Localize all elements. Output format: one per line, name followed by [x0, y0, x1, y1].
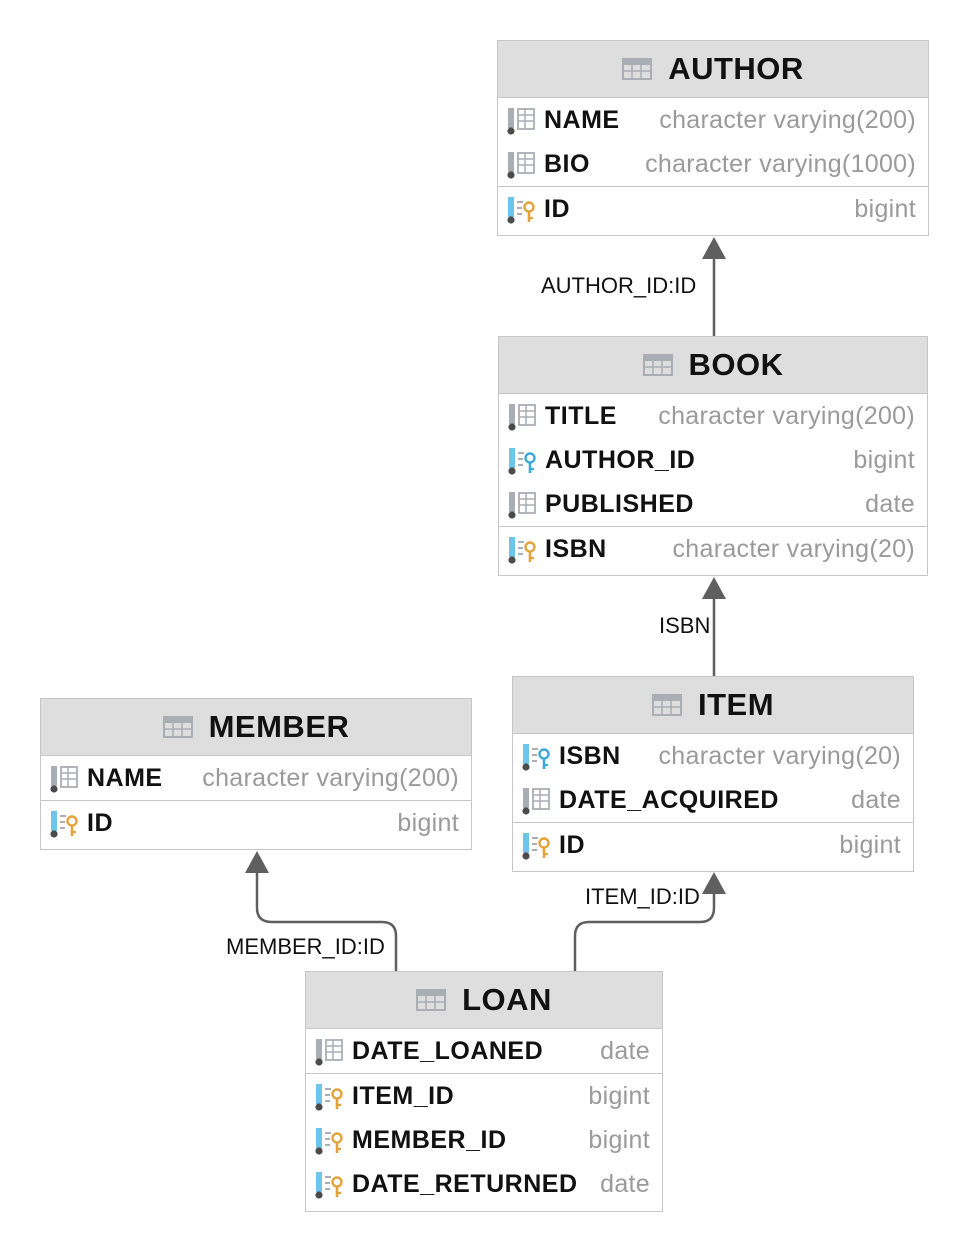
- column-row[interactable]: ISBN character varying(20): [499, 527, 927, 571]
- column-name: DATE_RETURNED: [352, 1169, 578, 1198]
- column-icon: [508, 489, 538, 519]
- column-name: ISBN: [545, 534, 607, 563]
- column-name: TITLE: [545, 401, 617, 430]
- column-row[interactable]: NAME character varying(200): [498, 98, 928, 142]
- primary-key-column-icon: [507, 194, 537, 224]
- table-header: LOAN: [306, 972, 662, 1029]
- primary-key-column-icon: [522, 830, 552, 860]
- column-type: character varying(20): [672, 534, 915, 563]
- column-name: DATE_LOANED: [352, 1036, 544, 1065]
- column-icon: [508, 401, 538, 431]
- column-row[interactable]: ITEM_ID bigint: [306, 1074, 662, 1118]
- column-type: bigint: [397, 808, 459, 837]
- relation-item-book: [702, 577, 726, 677]
- foreign-key-column-icon: [522, 741, 552, 771]
- key-separator: [306, 1073, 662, 1074]
- relation-label-author-id: AUTHOR_ID:ID: [541, 273, 697, 298]
- column-icon: [507, 105, 537, 135]
- key-separator: [498, 186, 928, 187]
- table-title: AUTHOR: [668, 51, 804, 86]
- column-icon: [50, 763, 80, 793]
- column-row[interactable]: AUTHOR_ID bigint: [499, 438, 927, 482]
- column-row[interactable]: MEMBER_ID bigint: [306, 1118, 662, 1162]
- column-row[interactable]: PUBLISHED date: [499, 482, 927, 526]
- column-type: character varying(1000): [645, 149, 916, 178]
- column-name: PUBLISHED: [545, 489, 694, 518]
- column-row[interactable]: NAME character varying(200): [41, 756, 471, 800]
- primary-key-column-icon: [50, 808, 80, 838]
- column-row[interactable]: ID bigint: [513, 823, 913, 867]
- table-loan[interactable]: LOAN DATE_LOANED date ITEM_ID bigint MEM…: [305, 971, 663, 1212]
- foreign-key-column-icon: [508, 445, 538, 475]
- table-book[interactable]: BOOK TITLE character varying(200) AUTHOR…: [498, 336, 928, 576]
- table-icon: [642, 353, 673, 377]
- column-row[interactable]: ID bigint: [41, 801, 471, 845]
- table-title: ITEM: [697, 687, 775, 722]
- column-type: bigint: [854, 194, 916, 223]
- column-name: BIO: [544, 149, 590, 178]
- column-name: ID: [544, 194, 570, 223]
- column-name: ITEM_ID: [352, 1081, 455, 1110]
- column-type: date: [851, 785, 901, 814]
- column-type: bigint: [588, 1081, 650, 1110]
- column-name: ISBN: [559, 741, 621, 770]
- column-type: bigint: [839, 830, 901, 859]
- column-name: DATE_ACQUIRED: [559, 785, 779, 814]
- table-header: BOOK: [499, 337, 927, 394]
- column-type: character varying(200): [658, 401, 915, 430]
- table-icon: [651, 693, 682, 717]
- key-separator: [499, 526, 927, 527]
- column-icon: [315, 1036, 345, 1066]
- column-type: bigint: [588, 1125, 650, 1154]
- column-name: ID: [87, 808, 113, 837]
- column-name: AUTHOR_ID: [545, 445, 696, 474]
- table-title: MEMBER: [208, 709, 350, 744]
- table-icon: [162, 715, 193, 739]
- table-title: LOAN: [462, 982, 552, 1017]
- column-icon: [507, 149, 537, 179]
- column-type: date: [865, 489, 915, 518]
- table-icon: [416, 988, 447, 1012]
- table-item[interactable]: ITEM ISBN character varying(20) DATE_ACQ…: [512, 676, 914, 872]
- table-header: MEMBER: [41, 699, 471, 756]
- primary-foreign-key-column-icon: [315, 1081, 345, 1111]
- table-title: BOOK: [688, 347, 784, 382]
- table-header: ITEM: [513, 677, 913, 734]
- primary-key-column-icon: [508, 534, 538, 564]
- table-author[interactable]: AUTHOR NAME character varying(200) BIO c…: [497, 40, 929, 236]
- column-row[interactable]: BIO character varying(1000): [498, 142, 928, 186]
- primary-key-column-icon: [315, 1169, 345, 1199]
- column-type: character varying(200): [659, 105, 916, 134]
- column-row[interactable]: DATE_ACQUIRED date: [513, 778, 913, 822]
- relation-book-author: [702, 237, 726, 337]
- table-member[interactable]: MEMBER NAME character varying(200) ID bi…: [40, 698, 472, 850]
- column-name: NAME: [544, 105, 620, 134]
- column-type: bigint: [853, 445, 915, 474]
- key-separator: [41, 800, 471, 801]
- column-name: ID: [559, 830, 585, 859]
- key-separator: [513, 822, 913, 823]
- column-row[interactable]: ISBN character varying(20): [513, 734, 913, 778]
- column-type: character varying(20): [658, 741, 901, 770]
- relation-label-member-id: MEMBER_ID:ID: [226, 934, 385, 959]
- relation-loan-member: [245, 851, 398, 972]
- table-header: AUTHOR: [498, 41, 928, 98]
- relation-loan-item: [573, 872, 726, 972]
- column-name: NAME: [87, 763, 163, 792]
- column-type: date: [600, 1169, 650, 1198]
- column-row[interactable]: TITLE character varying(200): [499, 394, 927, 438]
- relation-label-item-id: ITEM_ID:ID: [585, 884, 700, 909]
- column-row[interactable]: DATE_RETURNED date: [306, 1162, 662, 1206]
- primary-foreign-key-column-icon: [315, 1125, 345, 1155]
- column-icon: [522, 785, 552, 815]
- column-name: MEMBER_ID: [352, 1125, 507, 1154]
- table-icon: [622, 57, 653, 81]
- column-row[interactable]: ID bigint: [498, 187, 928, 231]
- relation-label-isbn: ISBN: [659, 613, 711, 638]
- column-row[interactable]: DATE_LOANED date: [306, 1029, 662, 1073]
- column-type: date: [600, 1036, 650, 1065]
- column-type: character varying(200): [202, 763, 459, 792]
